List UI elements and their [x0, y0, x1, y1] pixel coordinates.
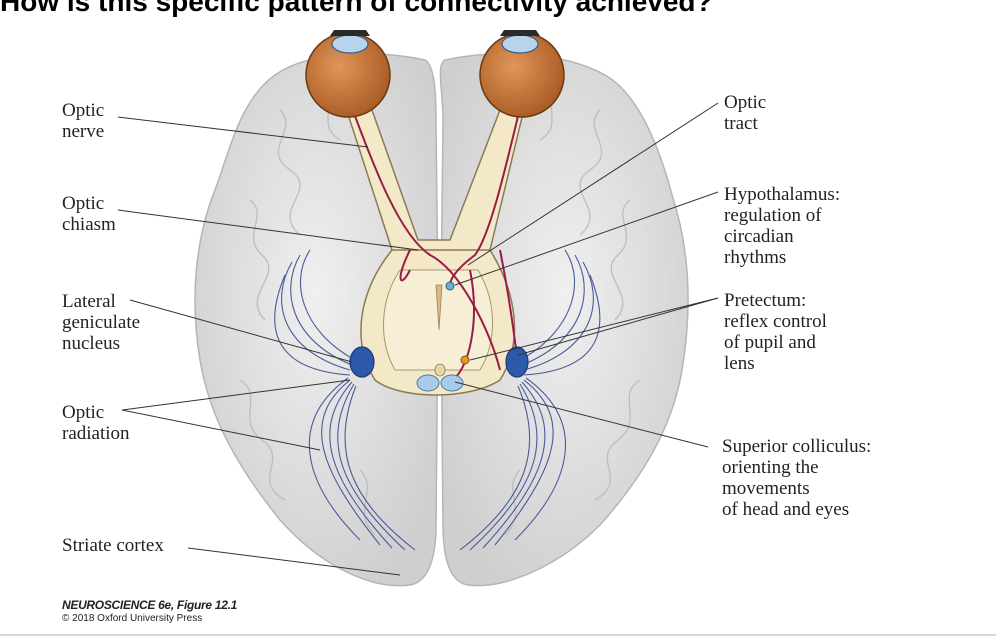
label-optic-tract: Optic tract	[724, 92, 767, 134]
optic-radiation-fibers	[274, 249, 601, 551]
superior-colliculus-right	[440, 374, 464, 392]
figure-credit: NEUROSCIENCE 6e, Figure 12.1 © 2018 Oxfo…	[62, 598, 237, 624]
lgn-left	[349, 346, 375, 378]
bottom-divider	[0, 634, 996, 636]
lgn-right	[505, 346, 529, 378]
label-pretectum: Pretectum: reflex control of pupil and l…	[724, 290, 827, 374]
slide-title: How is this specific pattern of connecti…	[0, 0, 713, 17]
pretectum-dot	[460, 355, 470, 365]
left-eye	[305, 30, 391, 118]
label-lateral-geniculate-nucleus: Lateral geniculate nucleus	[62, 291, 141, 354]
label-superior-colliculus: Superior colliculus: orienting the movem…	[722, 436, 872, 520]
label-optic-radiation: Optic radiation	[62, 402, 130, 444]
credit-book: NEUROSCIENCE 6e, Figure 12.1	[62, 598, 237, 612]
pineal	[434, 363, 446, 377]
superior-colliculus-left	[416, 374, 440, 392]
label-hypothalamus: Hypothalamus: regulation of circadian rh…	[724, 184, 841, 268]
label-optic-chiasm: Optic chiasm	[62, 193, 116, 235]
credit-copyright: © 2018 Oxford University Press	[62, 613, 203, 624]
label-striate-cortex: Striate cortex	[62, 535, 164, 556]
label-optic-nerve: Optic nerve	[62, 100, 105, 142]
leader-lines	[117, 102, 719, 576]
hypothalamus-dot	[445, 281, 455, 291]
right-eye	[479, 30, 565, 118]
